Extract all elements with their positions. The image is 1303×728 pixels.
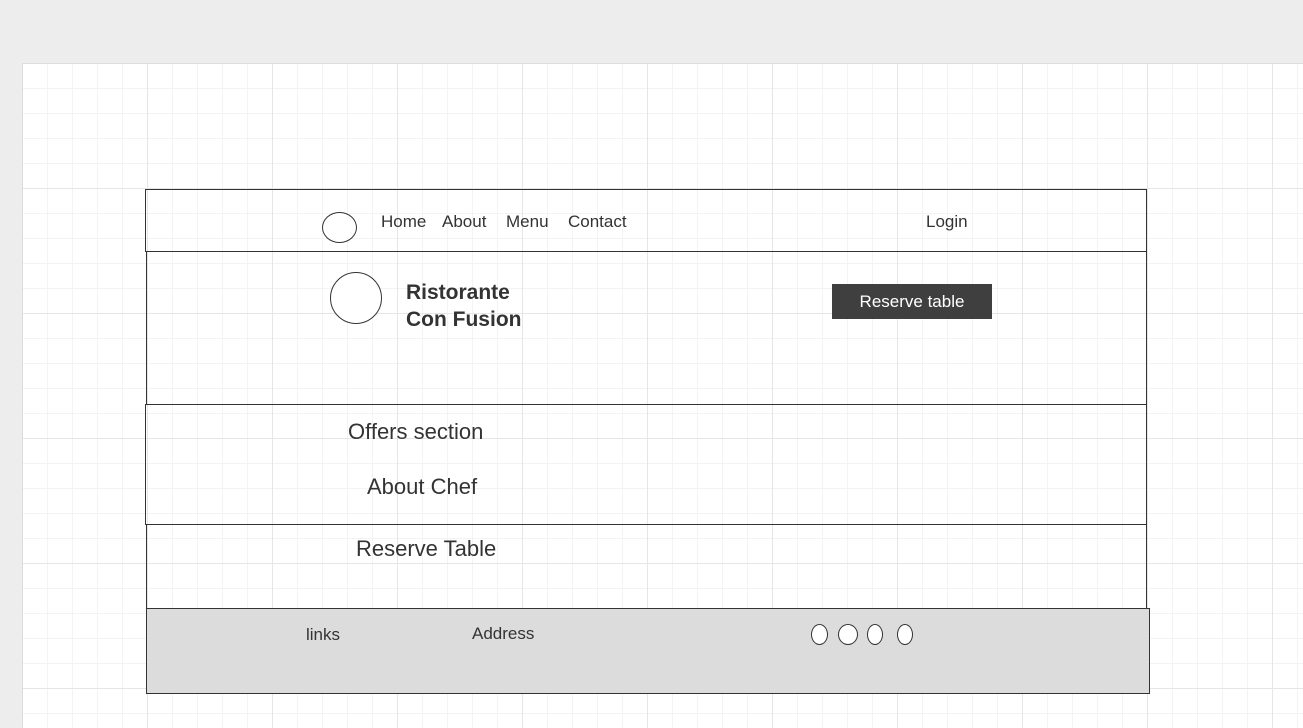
- restaurant-title-line1: Ristorante: [406, 281, 510, 304]
- restaurant-title-line2: Con Fusion: [406, 308, 522, 331]
- footer: [146, 608, 1150, 694]
- reserve-table-button[interactable]: Reserve table: [832, 284, 992, 319]
- offers-section: [145, 404, 1147, 525]
- reserve-table-label: Reserve Table: [356, 536, 497, 561]
- nav-logo-icon[interactable]: [322, 212, 357, 243]
- footer-address-label: Address: [472, 624, 535, 643]
- restaurant-title: Ristorante Con Fusion: [406, 279, 521, 333]
- about-chef-label: About Chef: [367, 474, 478, 499]
- login-link[interactable]: Login: [926, 212, 968, 231]
- social-icon-3[interactable]: [867, 624, 883, 645]
- nav-link-about[interactable]: About: [442, 212, 487, 231]
- nav-link-contact[interactable]: Contact: [568, 212, 627, 231]
- nav-link-home[interactable]: Home: [381, 212, 427, 231]
- social-icon-2[interactable]: [838, 624, 858, 645]
- nav-link-menu[interactable]: Menu: [506, 212, 549, 231]
- hero-section: [146, 251, 1147, 405]
- hero-logo-icon: [330, 272, 382, 324]
- reserve-table-section: [146, 524, 1147, 609]
- social-icon-4[interactable]: [897, 624, 913, 645]
- offers-section-label: Offers section: [348, 419, 484, 444]
- footer-links-label[interactable]: links: [306, 625, 341, 644]
- navbar: [145, 189, 1147, 252]
- social-icon-1[interactable]: [811, 624, 828, 645]
